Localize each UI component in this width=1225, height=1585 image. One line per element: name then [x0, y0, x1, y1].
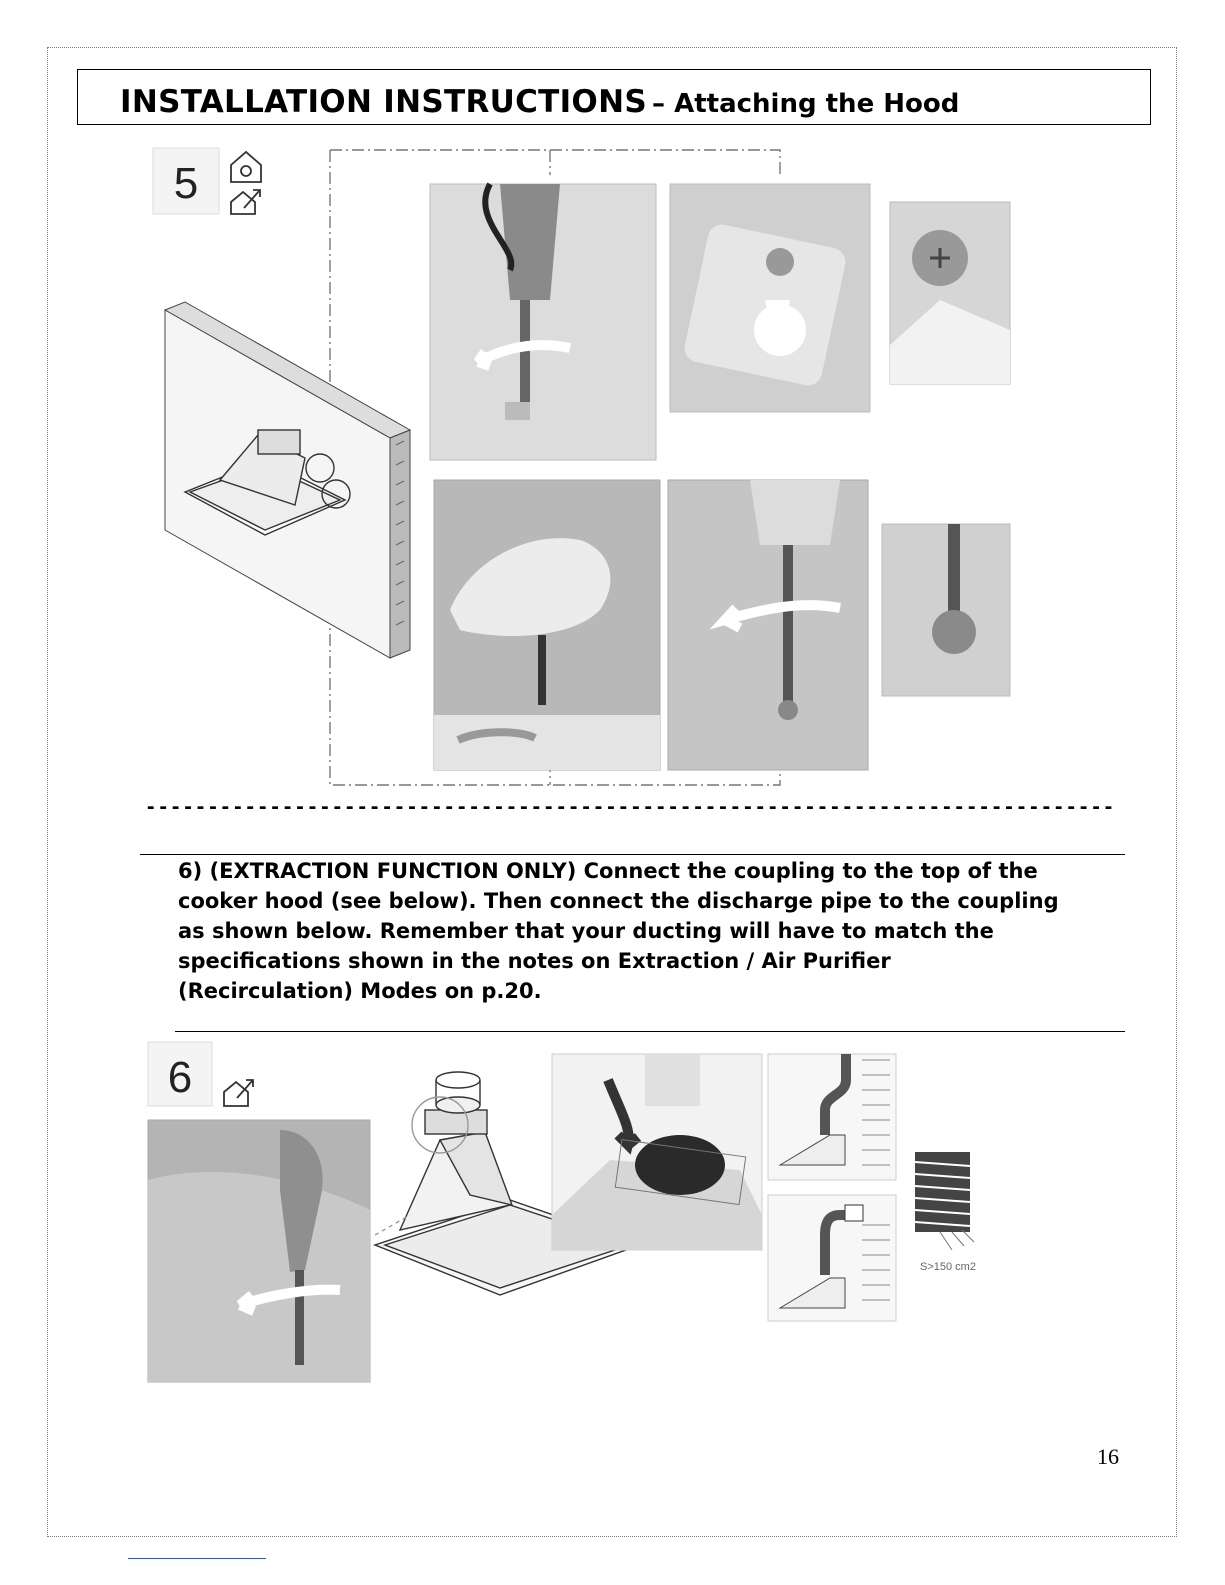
- page-title: INSTALLATION INSTRUCTIONS – Attaching th…: [120, 84, 959, 120]
- instruction-text: 6) (EXTRACTION FUNCTION ONLY) Connect th…: [178, 856, 1113, 1006]
- step5-figure: 5: [140, 140, 1020, 795]
- step5-number: 5: [174, 159, 198, 208]
- step5-photos: [430, 184, 1010, 770]
- step6-number: 6: [168, 1053, 192, 1102]
- step6-photos: S>150 cm2: [148, 1054, 976, 1382]
- step6-figure: 6: [140, 1040, 1010, 1390]
- instruction-line: as shown below. Remember that your ducti…: [178, 916, 1113, 946]
- page-number: 16: [1097, 1444, 1119, 1470]
- bottom-link-underline: [128, 1558, 266, 1559]
- title-main: INSTALLATION INSTRUCTIONS: [120, 84, 647, 120]
- title-sub: – Attaching the Hood: [652, 89, 959, 119]
- section-separator: ----------------------------------------…: [145, 796, 1115, 818]
- extraction-icon: [224, 1080, 253, 1106]
- title-box: INSTALLATION INSTRUCTIONS – Attaching th…: [77, 69, 1151, 125]
- rule-top: [140, 854, 1125, 855]
- recirculation-icon: [231, 152, 261, 182]
- photo-screw-tightened: [882, 524, 1010, 696]
- instruction-line: specifications shown in the notes on Ext…: [178, 946, 1113, 976]
- vent-area-label: S>150 cm2: [920, 1261, 976, 1273]
- extraction-icon: [231, 190, 260, 214]
- instruction-line: 6) (EXTRACTION FUNCTION ONLY) Connect th…: [178, 856, 1113, 886]
- rule-bottom: [175, 1031, 1125, 1032]
- instruction-line: (Recirculation) Modes on p.20.: [178, 976, 1113, 1006]
- instruction-line: cooker hood (see below). Then connect th…: [178, 886, 1113, 916]
- vent-grille-icon: [915, 1152, 974, 1250]
